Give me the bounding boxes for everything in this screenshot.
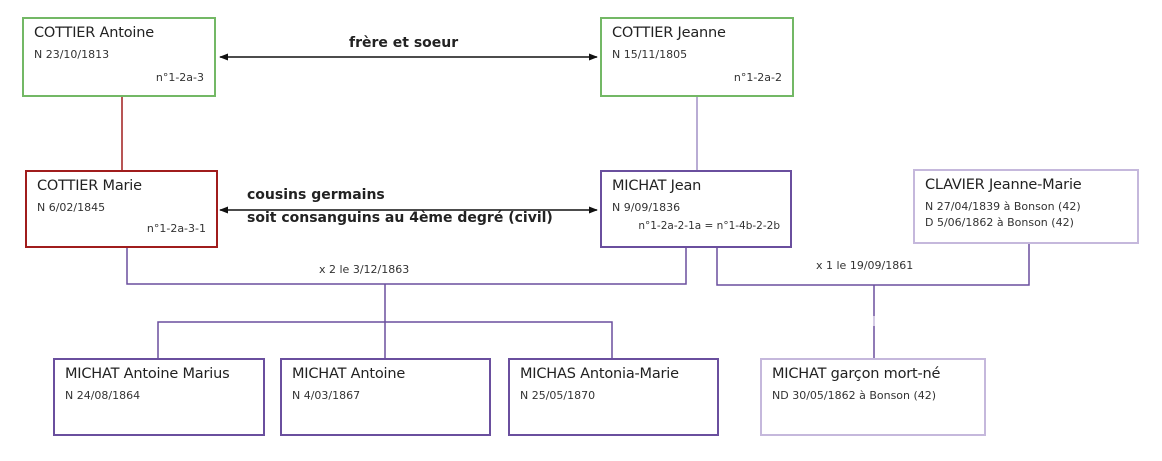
person-box-cottier-jeanne: COTTIER Jeanne N 15/11/1805 n°1-2a-2	[600, 17, 794, 97]
person-name: CLAVIER Jeanne-Marie	[925, 177, 1082, 193]
birth-date: N 9/09/1836	[612, 201, 681, 214]
death-date: D 5/06/1862 à Bonson (42)	[925, 216, 1074, 229]
person-name: COTTIER Marie	[37, 178, 142, 194]
birth-date: N 6/02/1845	[37, 201, 106, 214]
person-name: COTTIER Jeanne	[612, 25, 726, 41]
sosa-number: n°1-2a-3-1	[146, 222, 206, 235]
birth-date: N 24/08/1864	[65, 389, 141, 402]
person-box-clavier-jeanne-marie: CLAVIER Jeanne-Marie N 27/04/1839 à Bons…	[913, 169, 1139, 244]
cousins-degree-label: soit consanguins au 4ème degré (civil)	[247, 210, 553, 226]
cousins-relation-label: cousins germains	[247, 187, 385, 203]
person-name: MICHAT Antoine Marius	[65, 366, 230, 382]
person-box-michat-antoine: MICHAT Antoine N 4/03/1867	[280, 358, 491, 436]
marriage-2-label: x 2 le 3/12/1863	[319, 263, 410, 276]
sosa-number: n°1-2a-2	[733, 71, 782, 84]
birth-date: N 27/04/1839 à Bonson (42)	[925, 200, 1081, 213]
sibling-relation-label: frère et soeur	[349, 35, 459, 51]
person-box-michat-antoine-marius: MICHAT Antoine Marius N 24/08/1864	[53, 358, 265, 436]
birth-date: N 15/11/1805	[612, 48, 688, 61]
person-name: MICHAT garçon mort-né	[772, 366, 941, 382]
sosa-number: n°1-2a-2-1a = n°1-4b-2-2b	[638, 220, 780, 232]
person-name: MICHAT Antoine	[292, 366, 406, 382]
birth-date: N 25/05/1870	[520, 389, 596, 402]
person-box-cottier-marie: COTTIER Marie N 6/02/1845 n°1-2a-3-1	[25, 170, 218, 248]
birth-date: N 23/10/1813	[34, 48, 110, 61]
person-name: MICHAS Antonia-Marie	[520, 366, 679, 382]
person-box-michat-garcon-mort-ne: MICHAT garçon mort-né ND 30/05/1862 à Bo…	[760, 358, 986, 436]
birth-date: N 4/03/1867	[292, 389, 361, 402]
marriage-1-bracket	[716, 244, 1030, 286]
marriage-2-bracket	[126, 248, 687, 285]
person-name: COTTIER Antoine	[34, 25, 154, 41]
sosa-number: n°1-2a-3	[155, 71, 204, 84]
person-box-michas-antonia-marie: MICHAS Antonia-Marie N 25/05/1870	[508, 358, 719, 436]
birth-date: ND 30/05/1862 à Bonson (42)	[772, 389, 937, 402]
person-box-cottier-antoine: COTTIER Antoine N 23/10/1813 n°1-2a-3	[22, 17, 216, 97]
person-name: MICHAT Jean	[612, 178, 702, 194]
person-box-michat-jean: MICHAT Jean N 9/09/1836 n°1-2a-2-1a = n°…	[600, 170, 792, 248]
marriage-1-label: x 1 le 19/09/1861	[816, 259, 914, 272]
